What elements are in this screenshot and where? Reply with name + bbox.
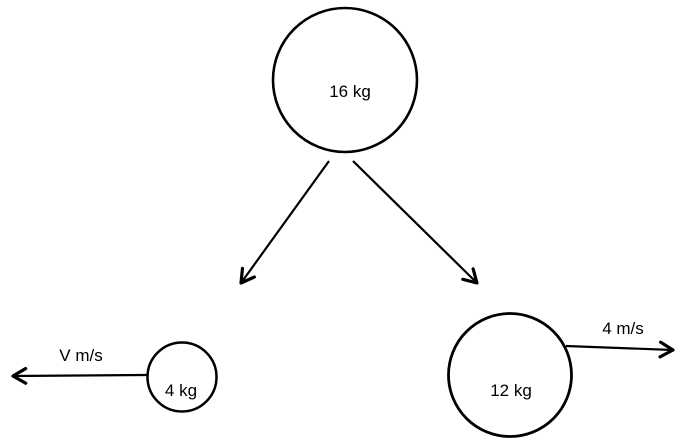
right-fragment-circle — [447, 312, 573, 438]
right-fragment-mass-label: 12 kg — [490, 381, 532, 400]
breakup-arrow-right-icon — [352, 160, 479, 285]
breakup-arrow-left-icon — [239, 160, 330, 285]
initial-mass-label: 16 kg — [329, 82, 371, 101]
left-fragment-mass-label: 4 kg — [165, 381, 197, 400]
initial-mass-circle — [271, 6, 419, 154]
right-velocity-label: 4 m/s — [602, 319, 644, 338]
velocity-arrow-left-icon — [11, 366, 148, 385]
left-velocity-label: V m/s — [59, 346, 102, 365]
velocity-arrow-right-icon — [565, 340, 675, 359]
left-fragment-circle — [146, 341, 218, 413]
